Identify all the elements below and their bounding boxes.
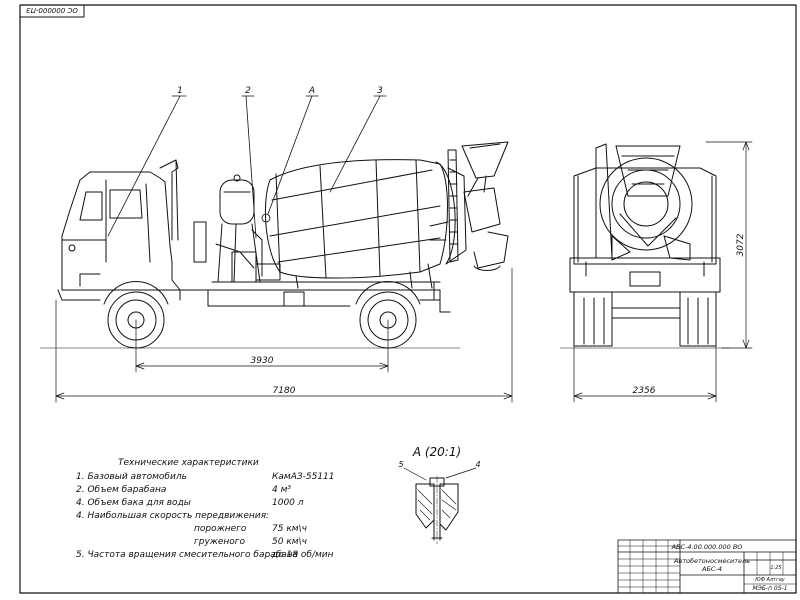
leader-2 [245,95,257,239]
truck-side-view [39,141,509,349]
spec-row-3-label: 4. Объем бака для воды [76,498,191,508]
title-block-frame [617,539,797,594]
leader-3 [329,95,381,193]
spec-row-3-value: 1000 л [272,498,304,508]
detail-callout-5: 5 [398,460,403,469]
cab-body [61,171,181,291]
spec-row-2-value: 4 м³ [272,485,291,495]
sheet-frame [19,4,797,594]
detail-a [403,467,477,545]
rear-drum [599,157,693,251]
corner-stamp: ОС 000000-ПЗ [19,4,85,18]
side-dimensions [55,267,513,403]
length-dim: 7180 [273,386,296,396]
callout-3: 3 [377,86,383,96]
spec-row-2-label: 2. Объем барабана [76,485,167,495]
title-scale: 1:25 [770,565,781,571]
detail-title: A (20:1) [412,445,461,459]
callout-leaders [107,95,387,239]
spec-row-7-value: до 18 об/мин [272,550,334,560]
truck-rear-view [559,143,731,349]
cab-window-side [109,189,143,219]
rear-frame [569,257,721,293]
spec-row-5-value: 75 км\ч [272,524,307,534]
leader-5 [403,467,427,481]
leader-4 [445,467,477,479]
title-doc-code: АБС-4.00.000.000 ВО [671,543,743,551]
title-name-line2: АБС-4 [701,565,722,573]
detail-callout-4: 4 [475,460,480,469]
spec-row-6-label: груженого [194,537,246,547]
rear-hopper [615,145,681,197]
specs-title: Технические характеристики [118,458,259,468]
cab-window-front [79,191,103,221]
rear-dimensions [573,141,753,403]
spec-row-1-value: КамАЗ-55111 [272,472,335,482]
title-org: ЮФ Алтгау [755,577,786,583]
discharge-chute [463,187,501,233]
mixing-drum [264,159,448,279]
callout-A: A [308,86,315,96]
width-dim: 2356 [633,386,656,396]
detail-left-part [415,483,435,529]
spec-row-1-label: 1. Базовый автомобиль [76,472,187,482]
title-group: МЭБ-п 05-1 [752,585,787,592]
title-block [617,539,797,594]
corner-stamp-text: ОС 000000-ПЗ [26,6,78,14]
wheelbase-dim: 3930 [251,356,274,366]
spec-row-6-value: 50 км\ч [272,537,307,547]
leader-1 [107,95,181,237]
title-name-line1: Автобетоносмеситель [673,557,750,565]
rear-right-wheels [679,291,717,347]
callout-1: 1 [177,86,183,96]
detail-bolt [433,485,441,541]
spec-row-7-label: 5. Частота вращения смесительного бараба… [76,550,299,560]
callout-2: 2 [245,86,251,96]
ladder [447,149,459,263]
charging-hopper [461,141,509,179]
leader-A [267,95,313,215]
tank-support [217,223,261,283]
air-intake [159,159,179,241]
height-dim: 3072 [736,233,746,256]
water-tank [219,179,255,225]
spec-row-4-label: 4. Наибольшая скорость передвижения: [76,511,270,521]
spec-row-5-label: порожнего [194,524,247,534]
rear-left-wheels [573,291,613,347]
